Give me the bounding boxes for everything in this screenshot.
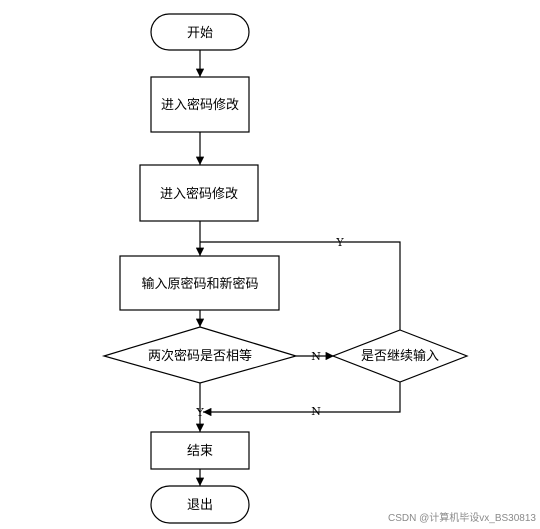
process-finish	[150, 431, 250, 470]
process-input-label: 输入原密码和新密码	[141, 276, 258, 292]
process-step2-label: 进入密码修改	[160, 186, 238, 202]
exit-terminal-label: 退出	[187, 498, 213, 513]
watermark-text: CSDN @计算机毕设vx_BS30813	[388, 511, 536, 524]
start-terminal	[150, 13, 250, 51]
process-step1	[150, 76, 250, 133]
edge-label-continue-no: N	[311, 405, 321, 418]
process-finish-label: 结束	[187, 444, 213, 459]
edge-continue-yes-loop	[200, 241, 401, 330]
process-input	[119, 255, 280, 311]
edge-label-continue-yes: Y	[335, 236, 344, 249]
process-step2	[139, 164, 259, 222]
decision-compare-label: 两次密码是否相等	[148, 348, 252, 364]
edge-label-compare-yes: Y	[195, 406, 204, 419]
decision-continue	[331, 329, 469, 383]
start-terminal-label: 开始	[187, 26, 213, 41]
edge-continue-no-back	[203, 382, 401, 417]
decision-continue-label: 是否继续输入	[361, 348, 439, 364]
decision-compare	[101, 326, 299, 384]
edge-label-compare-no: N	[311, 350, 321, 363]
exit-terminal	[150, 485, 250, 524]
process-step1-label: 进入密码修改	[161, 97, 239, 113]
